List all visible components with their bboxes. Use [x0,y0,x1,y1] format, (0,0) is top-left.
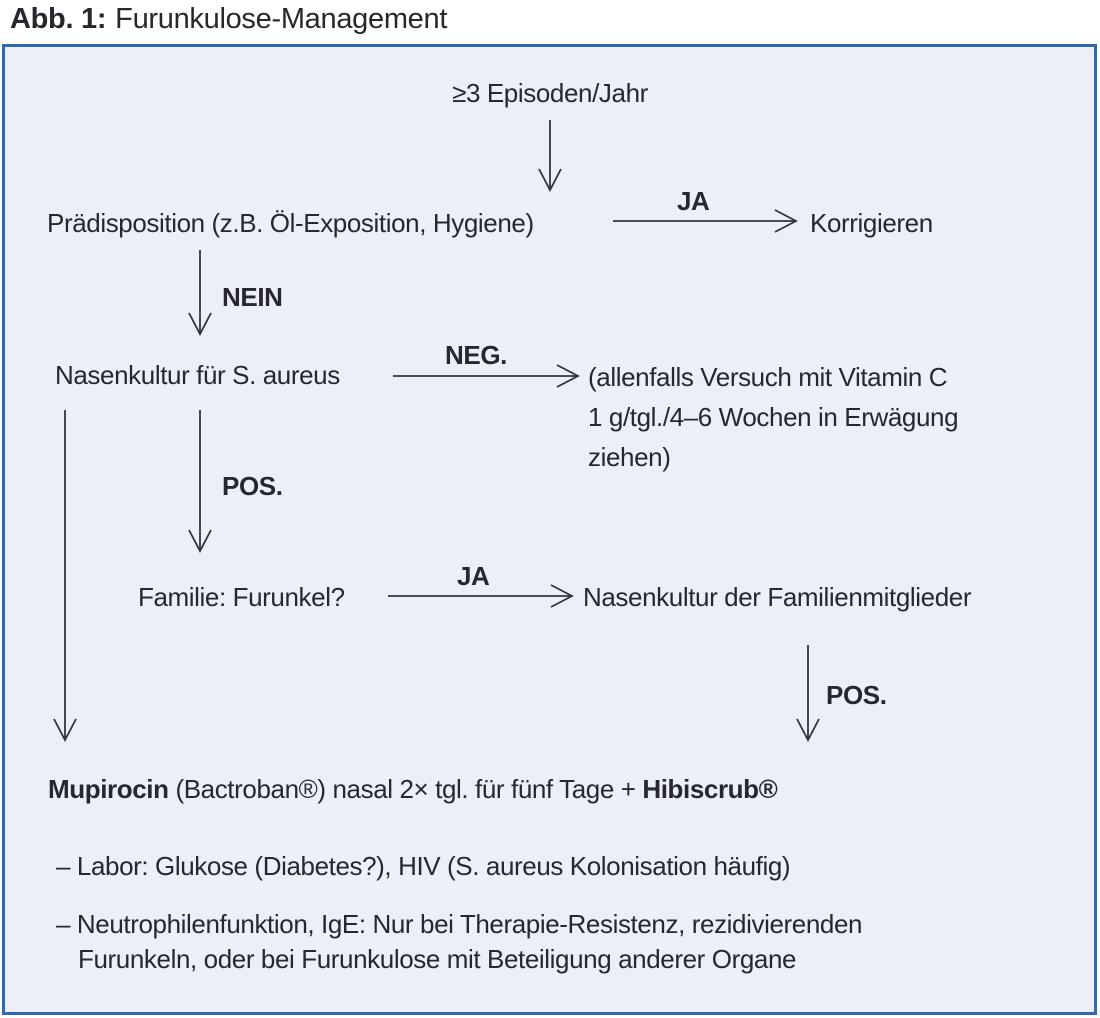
therapy-middle: (Bactroban®) nasal 2× tgl. für fünf Tage… [168,774,643,804]
predisposition-node: Prädisposition (z.B. Öl-Exposition, Hygi… [47,208,534,238]
nein-label: NEIN [222,282,283,312]
note-neutrophil-line2: Furunkeln, oder bei Furunkulose mit Bete… [78,944,797,974]
figure-title: Furunkulose-Management [115,3,448,35]
figure-label: Abb. 1: [10,3,107,35]
family-question-node: Familie: Furunkel? [138,582,345,612]
note-neutrophil-line1: – Neutrophilenfunktion, IgE: Nur bei The… [56,909,863,939]
ja-label-1: JA [677,186,710,216]
vitamin-note-line3: ziehen) [588,442,671,472]
therapy-drug2: Hibiscrub® [642,774,778,804]
ja-label-2: JA [457,561,490,591]
vitamin-note-line2: 1 g/tgl./4–6 Wochen in Erwägung [588,402,959,432]
family-culture-node: Nasenkultur der Familienmitglieder [583,582,972,612]
pos-label-2: POS. [826,680,887,710]
vitamin-note-line1: (allenfalls Versuch mit Vitamin C [588,362,948,392]
neg-label: NEG. [445,340,507,370]
start-node: ≥3 Episoden/Jahr [452,78,648,108]
figure-caption: Abb. 1:Furunkulose-Management [10,3,447,36]
nasal-culture-node: Nasenkultur für S. aureus [55,360,340,390]
korrigieren-node: Korrigieren [810,208,933,238]
note-labor: – Labor: Glukose (Diabetes?), HIV (S. au… [56,851,791,881]
therapy-node: Mupirocin (Bactroban®) nasal 2× tgl. für… [48,774,778,805]
flowchart-box [2,44,1097,1015]
pos-label-1: POS. [222,471,283,501]
therapy-drug1: Mupirocin [48,774,169,804]
vitamin-note-node: (allenfalls Versuch mit Vitamin C 1 g/tg… [588,357,959,477]
